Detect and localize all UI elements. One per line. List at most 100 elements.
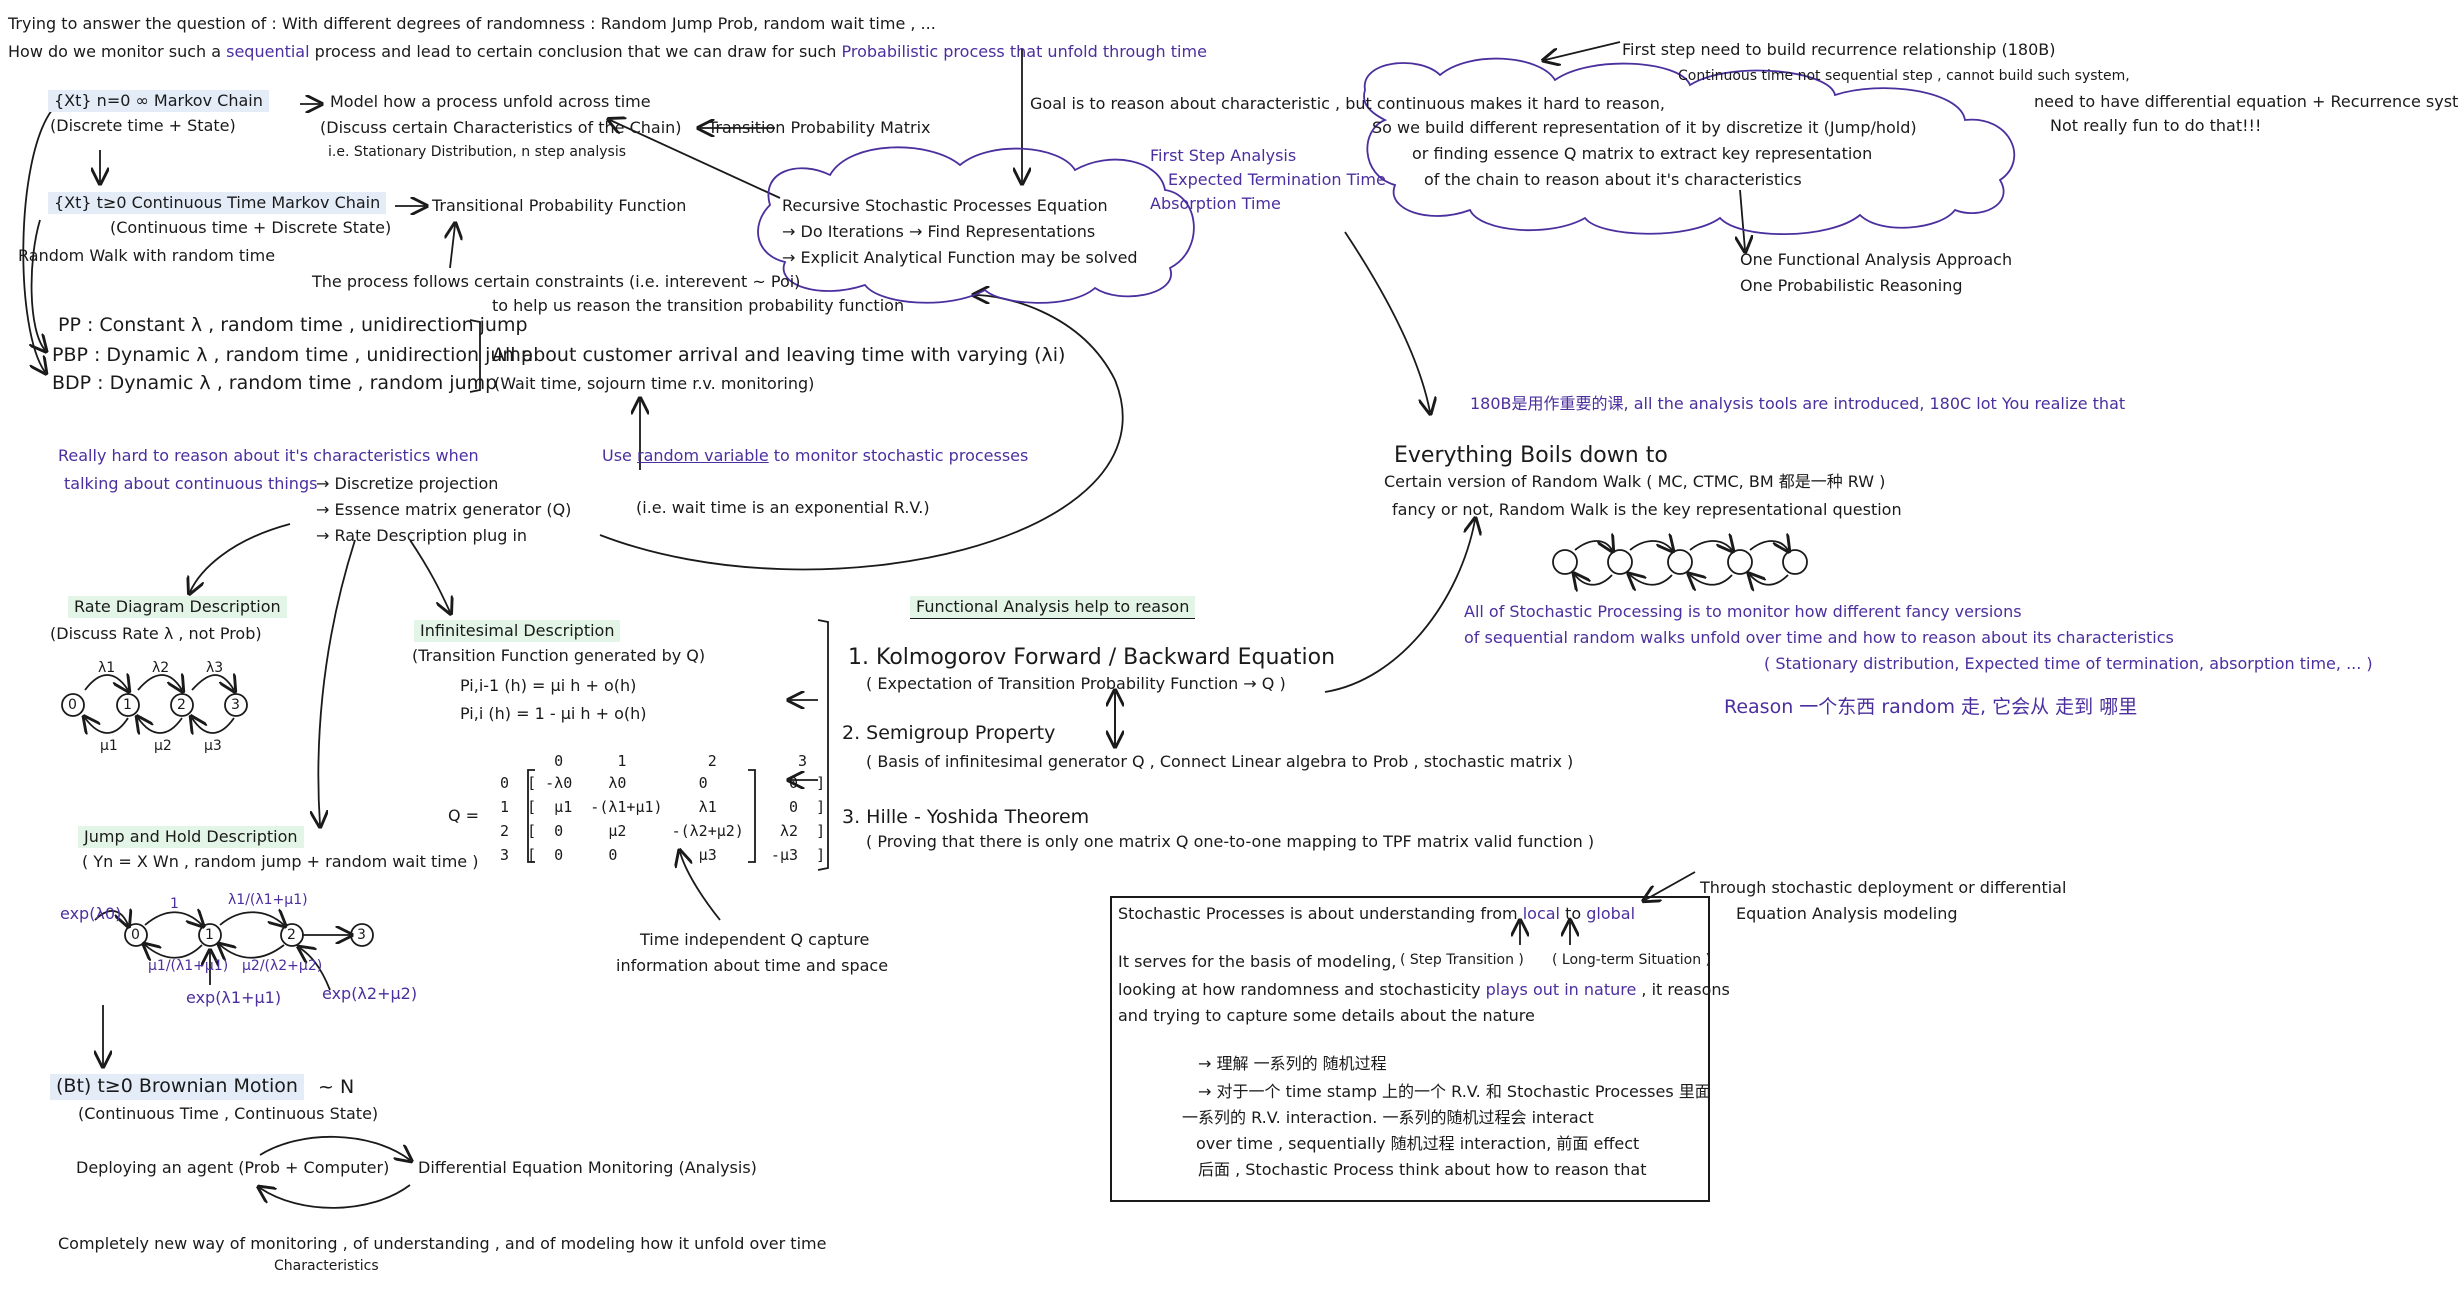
fa-i1: 1. Kolmogorov Forward / Backward Equatio…	[848, 645, 1336, 670]
rate-node-1-label: 1	[123, 697, 132, 713]
sum-b1: → 理解 一系列的 随机过程	[1198, 1054, 1387, 1073]
inf-time1: Time independent Q capture	[640, 930, 870, 949]
fa-i2s: ( Basis of infinitesimal generator Q , C…	[866, 752, 1574, 771]
rate-sub: (Discuss Rate λ , not Prob)	[50, 624, 262, 643]
inf-eq2: Pi,i (h) = 1 - μi h + o(h)	[460, 704, 647, 723]
recursive-goal: Goal is to reason about characteristic ,…	[1030, 94, 1665, 113]
curve-left-small	[32, 219, 45, 350]
inf-row-h: 0 1 2 3	[500, 752, 808, 770]
ev-reason: Reason 一个东西 random 走, 它会从 走到 哪里	[1724, 696, 2138, 718]
ctmc-symbol: {Xt} t≥0	[54, 193, 127, 212]
tr-cont: Continuous time not sequential step , ca…	[1678, 68, 2130, 84]
markov-label: {Xt} n=0 ∞ Markov Chain	[48, 90, 269, 112]
sum-b3: 一系列的 R.V. interaction. 一系列的随机过程会 interac…	[1182, 1108, 1594, 1127]
intro-line2-c: process and lead to certain conclusion t…	[314, 42, 837, 61]
sum-l4: and trying to capture some details about…	[1118, 1006, 1535, 1025]
jh-node-0-label: 0	[131, 927, 140, 943]
inf-row-1: 1 [ μ1 -(λ1+μ1) λ1 0 ]	[500, 798, 826, 816]
markov-desc1: Model how a process unfold across time	[330, 92, 651, 111]
sum-l1a: Stochastic Processes is about understand…	[1118, 904, 1518, 923]
markov-desc2: (Discuss certain Characteristics of the …	[320, 118, 682, 137]
ev-note180: 180B是用作重要的课, all the analysis tools are …	[1470, 394, 2126, 413]
fa-title: Functional Analysis help to reason	[910, 596, 1196, 619]
bm-symbol: (Bt) t≥0	[56, 1075, 133, 1097]
proc-about1: All about customer arrival and leaving t…	[492, 344, 1066, 366]
sum-l1c: to	[1565, 904, 1582, 923]
cont-ess: → Essence matrix generator (Q)	[316, 500, 572, 519]
tr-sowe: So we build different representation of …	[1372, 118, 1917, 137]
rate-up-2: λ2	[152, 660, 170, 676]
recursive-first3: Absorption Time	[1150, 194, 1281, 213]
fa-i2: 2. Semigroup Property	[842, 722, 1056, 744]
jh-title: Jump and Hold Description	[78, 826, 304, 848]
markov-desc3: i.e. Stationary Distribution, n step ana…	[328, 144, 627, 160]
proc-about2: (Wait time, sojourn time r.v. monitoring…	[494, 374, 815, 393]
cont-really2: talking about continuous things	[64, 474, 318, 493]
rate-up-3: λ3	[206, 660, 224, 676]
jh-node-3-label: 3	[357, 927, 366, 943]
summary-box	[1110, 896, 1710, 1202]
cont-use-b: random variable	[636, 446, 769, 465]
recursive-iter: → Do Iterations → Find Representations	[782, 222, 1096, 241]
markov-sub: (Discrete time + State)	[50, 116, 236, 135]
sum-l2: It serves for the basis of modeling,	[1118, 952, 1397, 971]
inf-time2: information about time and space	[616, 956, 889, 975]
rate-node-0-label: 0	[68, 697, 77, 713]
inf-title: Infinitesimal Description	[414, 620, 621, 642]
tr-diff2: Not really fun to do that!!!	[2050, 116, 2262, 135]
sum-l1d: global	[1586, 904, 1636, 923]
jh-p21: μ2/(λ2+μ2)	[242, 958, 323, 974]
bm-completely: Completely new way of monitoring , of un…	[58, 1234, 827, 1253]
sum-through1: Through stochastic deployment or differe…	[1700, 878, 2067, 897]
markov-symbol: {Xt} n=0 ∞	[54, 91, 149, 110]
intro-line1: Trying to answer the question of : With …	[8, 14, 936, 33]
markov-title: Markov Chain	[153, 91, 263, 110]
arrow-constraints-to-tpf	[450, 225, 455, 269]
markov-matrix: Transition Probability Matrix	[708, 118, 931, 137]
sum-through2: Equation Analysis modeling	[1736, 904, 1958, 923]
jh-node-1-label: 1	[205, 927, 214, 943]
cont-rate: → Rate Description plug in	[316, 526, 528, 545]
inf-row-0: 0 [ -λ0 λ0 0 0 ]	[500, 774, 826, 792]
intro-line2-d: Probabilistic process that unfold throug…	[841, 42, 1207, 61]
proc-pbp: PBP : Dynamic λ , random time , unidirec…	[52, 344, 533, 366]
bm-diff: Differential Equation Monitoring (Analys…	[418, 1158, 757, 1177]
sum-long: ( Long-term Situation )	[1552, 952, 1711, 968]
inf-eq1: Pi,i-1 (h) = μi h + o(h)	[460, 676, 637, 695]
sum-l1: Stochastic Processes is about understand…	[1118, 904, 1635, 924]
tr-or: or finding essence Q matrix to extract k…	[1412, 144, 1873, 163]
sum-l3a: looking at how randomness and stochastic…	[1118, 980, 1481, 999]
intro-line2: How do we monitor such a sequential proc…	[8, 42, 1207, 62]
rate-down-2: μ2	[154, 738, 172, 754]
ctmc-tpf: Transitional Probability Function	[432, 196, 687, 215]
ev-all1: All of Stochastic Processing is to monit…	[1464, 602, 2022, 621]
sum-l3b: plays out in nature	[1485, 980, 1637, 999]
curve-back-to-recursive	[599, 295, 1124, 571]
inf-sub: (Transition Function generated by Q)	[412, 646, 706, 665]
bm-label: (Bt) t≥0 Brownian Motion	[50, 1074, 304, 1100]
rate-up-1: λ1	[98, 660, 116, 676]
fa-i3s: ( Proving that there is only one matrix …	[866, 832, 1595, 851]
sum-b5: 后面 , Stochastic Process think about how …	[1198, 1160, 1647, 1179]
recursive-explicit: → Explicit Analytical Function may be so…	[782, 248, 1138, 267]
cont-disc: → Discretize projection	[316, 474, 499, 493]
ev-all2: of sequential random walks unfold over t…	[1464, 628, 2174, 647]
jh-exp2: exp(λ2+μ2)	[322, 984, 418, 1003]
sum-l3c: , it reasons	[1641, 980, 1730, 999]
rate-down-1: μ1	[100, 738, 118, 754]
ev-title: Everything Boils down to	[1394, 443, 1668, 468]
inf-row-2: 2 [ 0 μ2 -(λ2+μ2) λ2 ]	[500, 822, 826, 840]
curve-to-jump	[318, 539, 356, 825]
sum-l1b: local	[1522, 904, 1560, 923]
jh-exp0: exp(λ0)	[60, 904, 122, 923]
ctmc-sub: (Continuous time + Discrete State)	[110, 218, 392, 237]
ctmc-rw: Random Walk with random time	[18, 246, 276, 265]
sum-step: ( Step Transition )	[1400, 952, 1524, 968]
cont-wait: (i.e. wait time is an exponential R.V.)	[636, 498, 930, 517]
ev-line2: fancy or not, Random Walk is the key rep…	[1392, 500, 1902, 519]
sum-l3: looking at how randomness and stochastic…	[1118, 980, 1730, 1000]
sum-b2: → 对于一个 time stamp 上的一个 R.V. 和 Stochastic…	[1198, 1082, 1711, 1101]
curve-left-big	[22, 109, 53, 372]
rate-node-3-label: 3	[231, 697, 240, 713]
intro-line2-b: sequential	[226, 42, 310, 61]
